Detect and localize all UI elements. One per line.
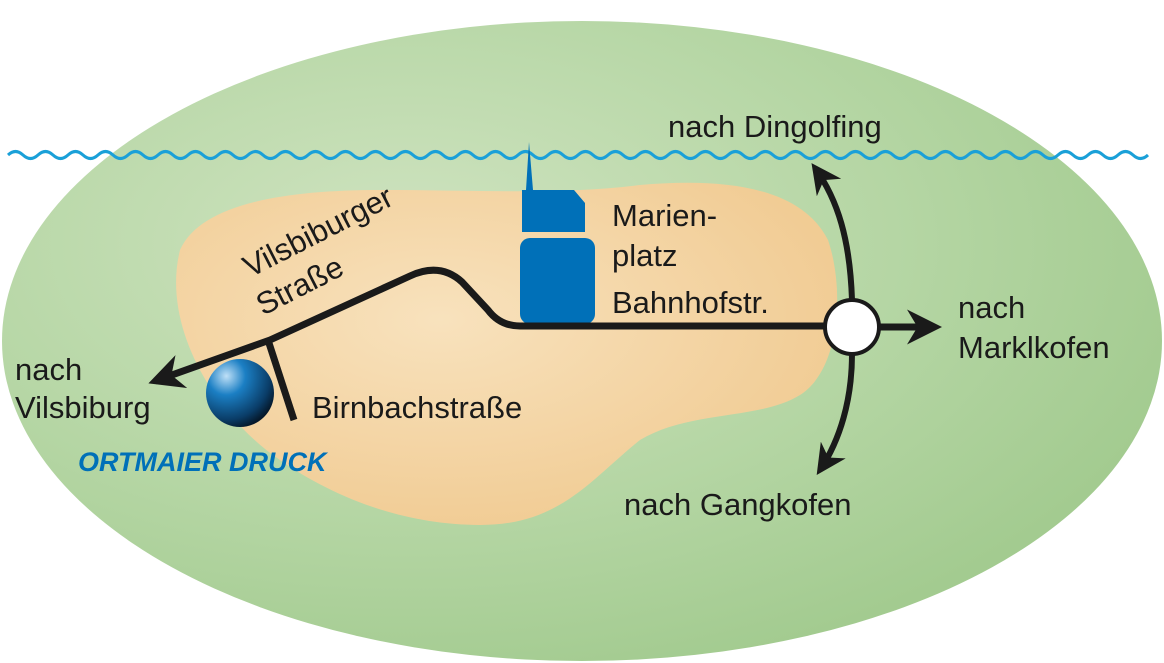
label-nach-marklkofen-2: Marklkofen (958, 330, 1110, 365)
label-nach-dingolfing: nach Dingolfing (668, 109, 882, 144)
church-icon (520, 142, 595, 324)
river (6, 150, 1150, 160)
roundabout (823, 298, 881, 356)
label-nach-gangkofen: nach Gangkofen (624, 487, 852, 522)
label-bahnhofstr: Bahnhofstr. (612, 285, 769, 320)
road-vilsbiburger-strasse (148, 266, 825, 389)
label-marienplatz-1: Marien- (612, 198, 717, 233)
town-area (176, 182, 838, 525)
label-marienplatz-2: platz (612, 238, 677, 273)
road-north-dingolfing (811, 163, 855, 301)
company-name: ORTMAIER DRUCK (78, 447, 329, 477)
road-birnbachstrasse (264, 338, 298, 422)
label-birnbachstrasse: Birnbachstraße (312, 390, 522, 425)
road-south-gangkofen (816, 353, 855, 475)
label-nach-vilsbiburg-2: Vilsbiburg (15, 390, 151, 425)
label-nach-vilsbiburg-1: nach (15, 352, 82, 387)
label-nach-marklkofen-1: nach (958, 290, 1025, 325)
company-location-marker[interactable] (206, 359, 274, 427)
